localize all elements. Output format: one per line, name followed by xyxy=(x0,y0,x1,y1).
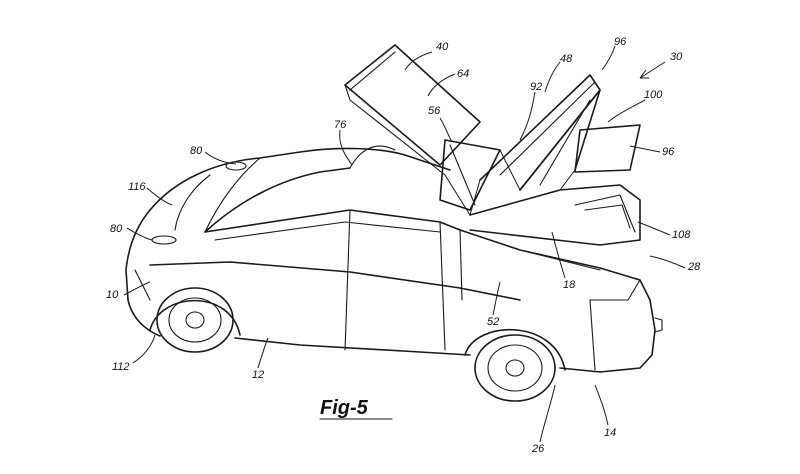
ref-numeral: 14 xyxy=(604,427,616,439)
ref-numeral: 80 xyxy=(190,145,203,157)
ref-numeral: 48 xyxy=(560,53,573,65)
front-wheel xyxy=(149,287,241,353)
ref-numeral: 28 xyxy=(687,261,701,273)
vehicle-body xyxy=(125,145,663,373)
leader-lines xyxy=(123,45,686,443)
ref-numeral: 26 xyxy=(531,443,545,455)
rear-wheel xyxy=(464,329,566,402)
ref-numeral: 10 xyxy=(106,289,119,301)
ref-numeral: 116 xyxy=(128,181,146,193)
ref-numeral: 56 xyxy=(428,105,441,117)
ref-numeral: 112 xyxy=(112,361,130,373)
cargo-structure xyxy=(344,44,641,246)
ref-numeral: 64 xyxy=(457,68,469,80)
ref-numeral: 96 xyxy=(662,146,675,158)
ref-numeral: 80 xyxy=(110,223,123,235)
ref-numeral: 18 xyxy=(563,279,576,291)
ref-numeral: 40 xyxy=(436,41,449,53)
ref-numeral: 92 xyxy=(530,81,542,93)
ref-numeral: 30 xyxy=(670,51,683,63)
ref-numeral: 100 xyxy=(644,89,663,101)
ref-numeral: 52 xyxy=(487,316,499,328)
ref-numeral: 108 xyxy=(672,229,691,241)
ref-numeral: 76 xyxy=(334,119,347,131)
reference-numerals: 40 64 48 96 30 76 80 116 56 92 100 96 80… xyxy=(106,36,701,455)
ref-numeral: 12 xyxy=(252,369,264,381)
figure-caption: Fig-5 xyxy=(320,397,369,419)
ref-numeral: 96 xyxy=(614,36,627,48)
